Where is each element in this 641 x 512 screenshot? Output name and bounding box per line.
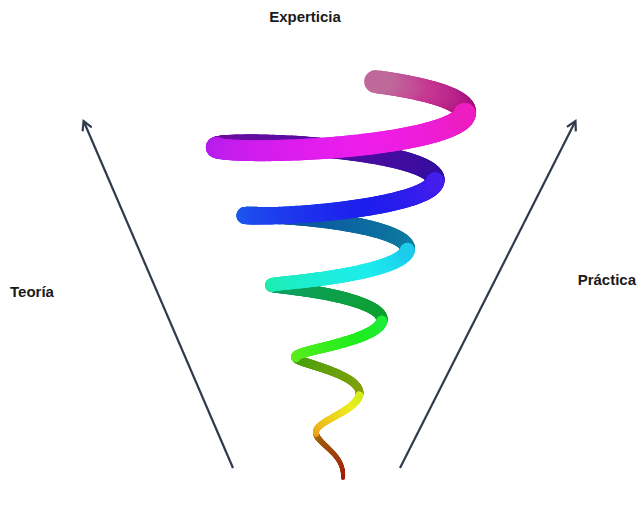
helix-segment [355,391,363,399]
helix-segment [376,316,388,328]
practice-arrow [400,122,575,468]
theory-arrow [84,122,233,468]
helix-segment [425,173,444,193]
helix-segment [399,244,414,260]
helix-back [216,82,465,478]
helix-segment [375,317,387,329]
axis-label: Práctica [578,271,636,288]
helix-segment [397,247,413,263]
helix-segment [376,316,387,328]
helix-segment [374,319,386,331]
helix-segment [426,172,445,192]
helix-front [216,114,465,434]
helix-segment [398,246,413,262]
helix-segment [353,396,361,404]
helix-segment [375,318,387,330]
helix-segment [394,249,410,265]
helix-segment [422,177,441,196]
helix-segment [374,320,386,332]
helix-segment [400,243,415,259]
helix-segment [399,244,414,260]
axis-label: Experticia [269,8,341,25]
helix-segment [355,393,363,401]
helix-segment [371,322,383,334]
helix-segment [354,394,362,402]
helix-segment [375,318,387,330]
helix-segment [372,322,384,334]
axis-label: Teoría [10,283,54,300]
helix-segment [398,245,413,261]
helix-segment [355,392,363,400]
helix-segment [395,248,411,264]
helix-segment [355,392,363,400]
helix-segment [376,70,381,94]
helix-segment [373,320,385,332]
helix-segment [453,114,476,115]
helix-segment [354,394,362,402]
helix-segment [425,174,444,193]
helix-segment [396,248,412,264]
helix-segment [424,175,443,194]
helix-segment [372,321,384,333]
helix-segment [423,176,442,195]
helix-segment [354,395,362,403]
helix-segment [354,395,362,403]
